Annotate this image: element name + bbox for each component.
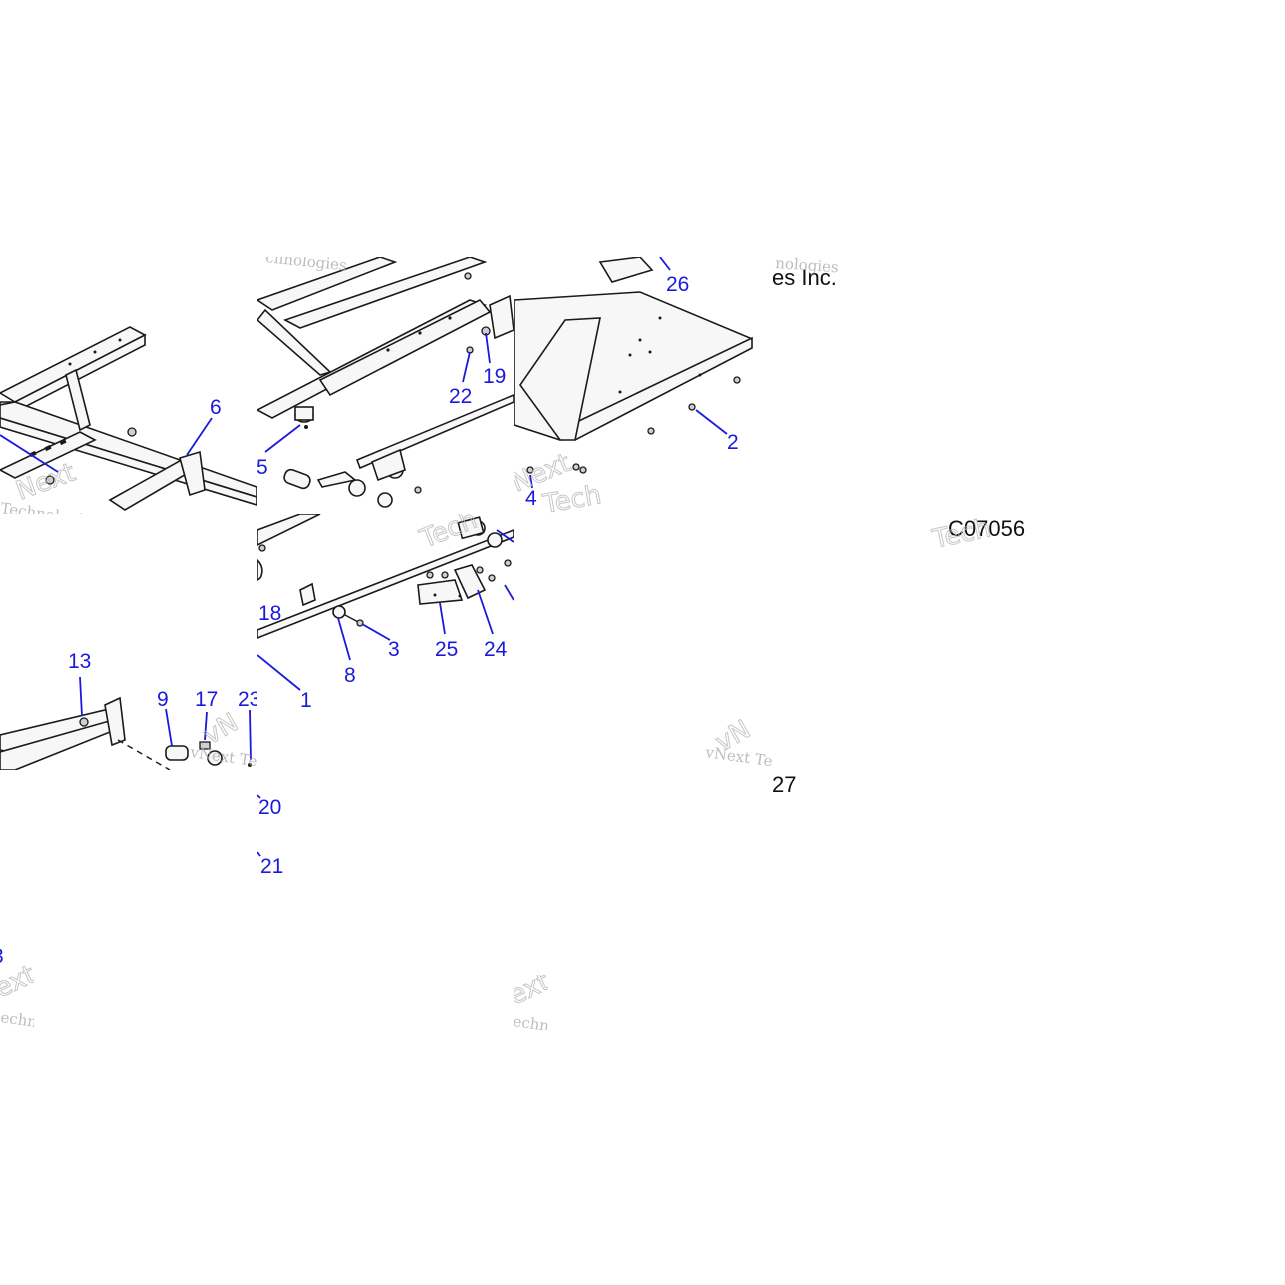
callout-13: 13 [68,650,91,673]
callout-23: 23 [238,688,261,711]
callout-1: 1 [300,689,312,712]
watermark-company: es Inc. [772,265,837,290]
callout-27: 27 [772,772,796,797]
tile-frame-center: 22 19 5 chnologies [256,248,514,508]
callout-5: 5 [256,456,268,479]
callout-21: 21 [260,855,283,878]
reference-code-group: C07056 Tech [929,513,1025,556]
tile-fragment-20-21: 20 21 [257,794,283,878]
tile-skid-plate: 2 4 26 es Inc. nologies Next Tech [514,254,840,520]
callout-8: 8 [344,664,356,687]
callout-4: 4 [525,487,537,510]
tile-sway-bar: 18 1 8 3 25 24 Tech [257,514,514,712]
tile-fragment-left-bottom: 3 ext echno [0,945,47,1032]
tile-rear-bar: 13 9 17 23 vNext Te vN [0,650,261,770]
callout-9: 9 [157,688,169,711]
callout-2: 2 [727,431,739,454]
callout-19: 19 [483,365,506,388]
tile-frame-left: 6 Next Technologies [0,326,257,531]
callout-18: 18 [258,602,281,625]
callout-17: 17 [195,688,218,711]
watermark-tech: Tech [540,480,604,520]
callout-20: 20 [258,796,281,819]
tile-fragment-27: vNext Te vN 27 [703,714,796,797]
callout-3-partial: 3 [0,945,4,968]
watermark-vnext: vNext Te [188,743,258,770]
watermark-technologies: Technologies [0,499,100,531]
callout-24: 24 [484,638,508,661]
tile-fragment-center-bottom: ext echno [504,967,559,1036]
callout-3: 3 [388,638,400,661]
watermark-ext-2: ext [504,967,554,1012]
watermark-chnologies: chnologies [265,248,348,274]
reference-code: C07056 [948,516,1025,541]
callout-22: 22 [449,385,472,408]
watermark-echno-2: echno [511,1012,559,1036]
watermark-ext: ext [0,960,40,1005]
callout-26: 26 [666,273,689,296]
callout-6: 6 [210,396,222,419]
watermark-echno: echno [0,1008,47,1032]
callout-25: 25 [435,638,458,661]
watermark-tech-3: Tech [929,513,993,555]
watermark-nologies: nologies [775,254,840,276]
